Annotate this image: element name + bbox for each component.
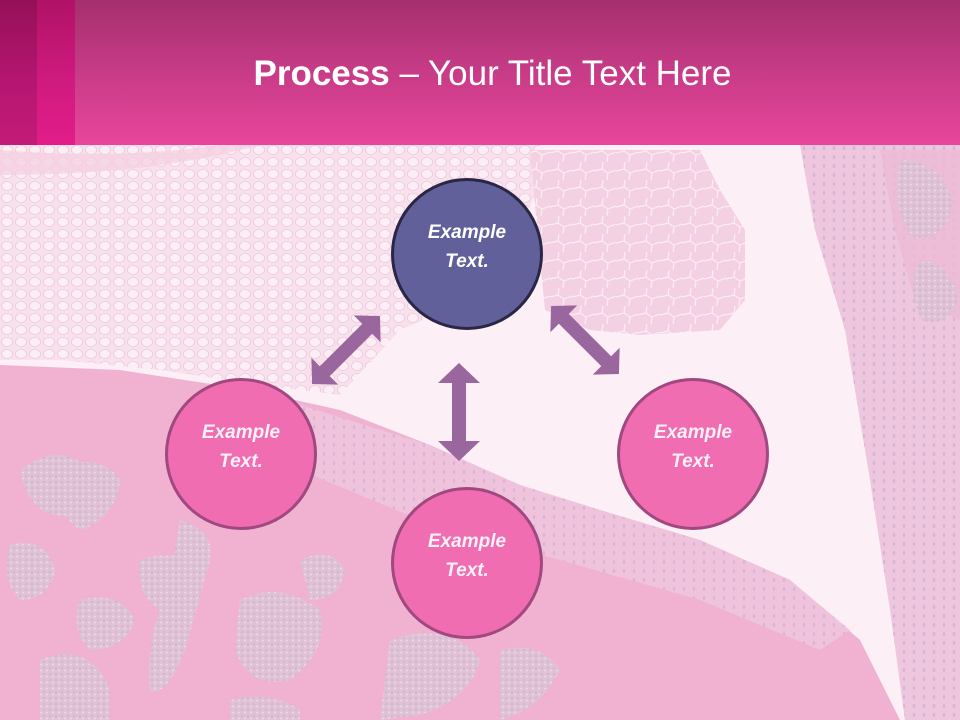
node-label-line1: Example	[653, 422, 733, 443]
double-arrow-top-left[interactable]	[299, 303, 394, 398]
node-label-line2: Text.	[219, 451, 263, 472]
node-label-line1: Example	[201, 422, 281, 443]
node-label-line2: Text.	[445, 560, 489, 581]
slide-title-bold: Process	[253, 54, 390, 93]
accent-bar-bright	[37, 0, 75, 145]
node-label-line2: Text.	[445, 251, 489, 272]
accent-bar-dark	[0, 0, 37, 145]
slide-title[interactable]: Process – Your Title Text Here	[0, 52, 960, 96]
node-label-line1: Example	[427, 222, 507, 243]
double-arrow-vertical[interactable]	[438, 363, 480, 461]
title-header: Process – Your Title Text Here	[0, 0, 960, 145]
node-label-line2: Text.	[671, 451, 715, 472]
slide-title-rest: – Your Title Text Here	[389, 54, 732, 93]
node-label-line1: Example	[427, 531, 507, 552]
double-arrow-top-right[interactable]	[538, 293, 633, 388]
